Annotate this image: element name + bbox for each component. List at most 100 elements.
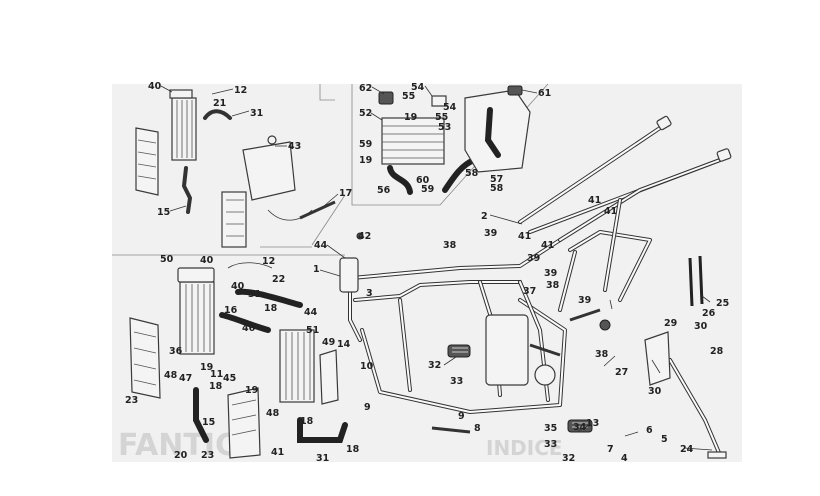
callout-59: 59 xyxy=(359,139,372,150)
callout-20: 20 xyxy=(174,450,188,461)
callout-39: 39 xyxy=(484,228,497,239)
callout-36: 36 xyxy=(169,346,183,357)
callout-23: 23 xyxy=(125,395,138,406)
side-stand xyxy=(644,331,727,459)
left-shroud xyxy=(129,317,161,399)
callout-38: 38 xyxy=(595,349,609,360)
callout-45: 45 xyxy=(223,373,236,384)
expansion-tank xyxy=(242,135,296,201)
callout-21: 21 xyxy=(213,98,226,109)
callout-24: 24 xyxy=(680,444,694,455)
callout-27: 27 xyxy=(615,367,628,378)
callout-39: 39 xyxy=(578,295,591,306)
callout-7: 7 xyxy=(607,444,614,455)
callout-54: 54 xyxy=(411,82,425,93)
callout-38: 38 xyxy=(546,280,560,291)
callout-40: 40 xyxy=(231,281,245,292)
radiator-core xyxy=(169,89,197,161)
radiator-second xyxy=(221,191,247,248)
callout-30: 30 xyxy=(694,321,708,332)
callout-56: 56 xyxy=(377,185,391,196)
upper-hose xyxy=(203,109,232,120)
callout-18: 18 xyxy=(209,381,223,392)
callout-18: 18 xyxy=(264,303,278,314)
callout-29: 29 xyxy=(664,318,677,329)
callout-5: 5 xyxy=(661,434,668,445)
callout-46: 46 xyxy=(242,323,256,334)
callout-60: 60 xyxy=(416,175,430,186)
right-shroud xyxy=(227,387,261,459)
callout-4: 4 xyxy=(621,453,628,464)
callout-3: 3 xyxy=(366,288,373,299)
callout-22: 22 xyxy=(272,274,285,285)
callout-numbers: 40 12 21 31 43 17 15 62 54 55 54 61 52 1… xyxy=(125,81,729,464)
callout-19: 19 xyxy=(200,362,213,373)
callout-53: 53 xyxy=(438,122,451,133)
callout-33: 33 xyxy=(544,439,557,450)
callout-61: 61 xyxy=(538,88,551,99)
overflow-tube xyxy=(267,209,313,221)
callout-33: 33 xyxy=(450,376,463,387)
hose-31-lower xyxy=(297,417,348,443)
callout-38: 38 xyxy=(443,240,457,251)
callout-44: 44 xyxy=(314,240,328,251)
callout-50: 50 xyxy=(160,254,174,265)
callout-9: 9 xyxy=(458,411,465,422)
top-left-radiator-group xyxy=(135,89,336,248)
callout-6: 6 xyxy=(646,425,653,436)
callout-18: 18 xyxy=(300,416,314,427)
callout-43: 43 xyxy=(288,141,301,152)
callout-1: 1 xyxy=(313,264,320,275)
callout-44: 44 xyxy=(304,307,318,318)
callout-48: 48 xyxy=(266,408,280,419)
callout-48: 48 xyxy=(164,370,178,381)
steering-head xyxy=(339,257,359,293)
callout-9: 9 xyxy=(364,402,371,413)
callout-52: 52 xyxy=(359,108,372,119)
callout-41: 41 xyxy=(604,206,617,217)
callout-17: 17 xyxy=(339,188,352,199)
callout-26: 26 xyxy=(702,308,716,319)
callout-55: 55 xyxy=(435,112,448,123)
hose-18 xyxy=(219,312,271,333)
callout-11: 11 xyxy=(210,369,223,380)
callout-40: 40 xyxy=(148,81,162,92)
callout-12: 12 xyxy=(234,85,247,96)
stand-bracket xyxy=(644,331,671,386)
callout-62: 62 xyxy=(359,83,372,94)
callout-31: 31 xyxy=(250,108,263,119)
callout-57: 57 xyxy=(490,174,503,185)
callout-39: 39 xyxy=(544,268,557,279)
callout-54: 54 xyxy=(443,102,457,113)
callout-23: 23 xyxy=(201,450,214,461)
mounting-bracket xyxy=(431,95,447,107)
motorcycle-frame xyxy=(339,238,567,414)
stand-springs xyxy=(688,255,704,307)
callout-2: 2 xyxy=(481,211,488,222)
callout-42: 42 xyxy=(358,231,371,242)
callout-51: 51 xyxy=(306,325,319,336)
callout-12: 12 xyxy=(262,256,275,267)
callout-31: 31 xyxy=(316,453,329,464)
filler-cap xyxy=(378,91,394,105)
callout-49: 49 xyxy=(322,337,335,348)
callout-19: 19 xyxy=(245,385,258,396)
radiator-shroud xyxy=(135,127,159,196)
left-radiator xyxy=(177,267,215,355)
callout-18: 18 xyxy=(346,444,360,455)
callout-58: 58 xyxy=(490,183,504,194)
swingarm-pivot-plate xyxy=(485,314,529,386)
rear-subframe xyxy=(518,115,732,312)
bolts xyxy=(356,232,611,434)
callout-32: 32 xyxy=(562,453,575,464)
right-radiator xyxy=(279,329,315,403)
callout-58: 58 xyxy=(465,168,479,179)
callout-55: 55 xyxy=(402,91,415,102)
callout-13: 13 xyxy=(586,418,599,429)
callout-19: 19 xyxy=(359,155,372,166)
callout-10: 10 xyxy=(360,361,374,372)
callout-14: 14 xyxy=(337,339,351,350)
callout-39: 39 xyxy=(527,253,540,264)
callout-30: 30 xyxy=(648,386,662,397)
footpeg-left xyxy=(447,344,471,358)
